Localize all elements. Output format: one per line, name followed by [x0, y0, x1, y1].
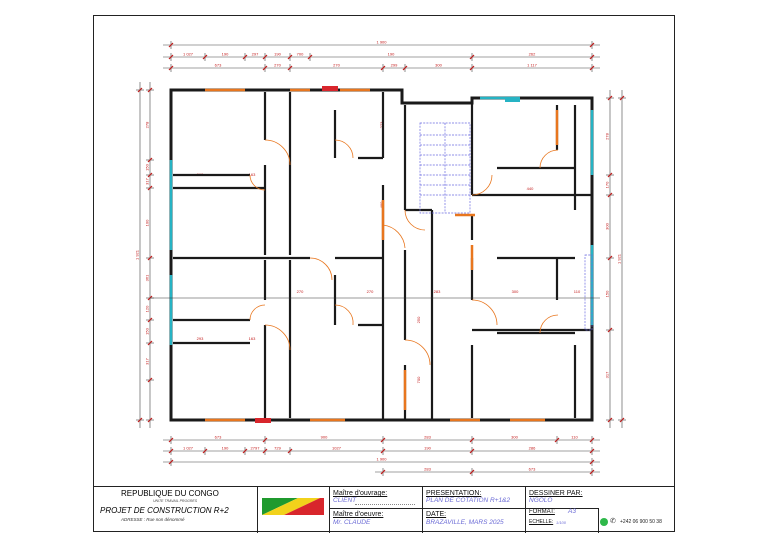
dimension-left-total: 1 921	[135, 249, 140, 260]
congo-flag-logo	[262, 498, 324, 515]
dimension-bottom: 673	[529, 467, 536, 472]
dimension-right: 278	[605, 132, 610, 139]
dimension-top: 270	[333, 63, 340, 68]
dimension-interior: 293	[197, 336, 204, 341]
dimension-left: 100	[145, 219, 150, 226]
project-title: PROJET DE CONSTRUCTION R+2	[100, 506, 229, 515]
dimension-right: 150	[605, 290, 610, 297]
dimension-right: 317	[605, 371, 610, 378]
dimension-bottom: 673	[215, 435, 222, 440]
dimension-left: 317	[145, 357, 150, 364]
dimension-top: 700	[297, 52, 304, 57]
dimension-left: 361	[145, 274, 150, 281]
presentation-value: PLAN DE COTATION R+1&2	[426, 497, 511, 504]
interior-walls	[173, 92, 592, 420]
windows	[169, 96, 594, 345]
dimension-right: 170	[605, 181, 610, 188]
flag-cell	[258, 487, 330, 533]
dimension-bottom: 1 027	[183, 446, 194, 451]
dimension-bottom: 283	[424, 435, 431, 440]
dimension-interior: 700	[416, 376, 421, 383]
dimension-bottom: 110	[571, 435, 578, 440]
dimension-bottom: 729	[274, 446, 281, 451]
drawn-by-value: NGOLO	[529, 497, 553, 504]
owner-value: CLIENT	[333, 497, 357, 504]
scale-value: 1/100	[556, 520, 567, 525]
dimension-bottom: 1027	[332, 446, 342, 451]
dimension-top: 1 117	[527, 63, 537, 68]
dimension-bottom: 286	[529, 446, 536, 451]
date-label: DATE:	[426, 511, 447, 518]
title-project-cell: REPUBLIQUE DU CONGO UNITE TRAVAIL PROGRE…	[93, 487, 258, 533]
dimension-left: 150	[145, 327, 150, 334]
dimension-bottom: 2797	[251, 446, 261, 451]
dimension-top: 190	[274, 52, 281, 57]
dimension-top: 270	[274, 63, 281, 68]
dimension-top: 190	[222, 52, 229, 57]
contractor-label: Maître d'oeuvre:	[333, 511, 384, 518]
drawn-by-label: DESSINER PAR:	[529, 490, 583, 497]
dimension-interior: 163	[249, 172, 256, 177]
window-frames	[205, 88, 559, 422]
dimension-bottom: 190	[222, 446, 229, 451]
dimension-bottom: 190	[424, 446, 431, 451]
dimension-interior: 300	[512, 289, 519, 294]
door-swings	[249, 139, 559, 366]
dimension-left: 120	[145, 305, 150, 312]
phone-number: +242 06 900 50 38	[620, 519, 662, 525]
dimension-top: 1 027	[183, 52, 194, 57]
dimension-bottom: 900	[321, 435, 328, 440]
scale-label: ECHELLE:	[529, 519, 554, 525]
exterior-walls	[169, 88, 594, 422]
dimension-bottom-total: 1 900	[376, 457, 387, 462]
date-value: BRAZAVILLE, MARS 2025	[426, 519, 504, 526]
dimension-interior: 270	[297, 289, 304, 294]
whatsapp-icon	[600, 518, 608, 526]
drafter-cell: DESSINER PAR: NGOLO FORMAT: A3 ECHELLE: …	[526, 487, 675, 533]
dimension-left: 317	[145, 177, 150, 184]
country-name: REPUBLIQUE DU CONGO	[121, 489, 219, 498]
dimension-interior: 270	[367, 289, 374, 294]
dimension-top: 673	[215, 63, 222, 68]
country-motto: UNITE TRAVAIL PROGRES	[153, 499, 198, 503]
dimension-right-total: 1 921	[617, 253, 622, 264]
dimension-right: 300	[605, 222, 610, 229]
dimension-interior: 250	[416, 316, 421, 323]
dimension-top: 297	[252, 52, 259, 57]
dimension-left: 278	[145, 121, 150, 128]
dimension-top: 262	[529, 52, 536, 57]
presentation-label: PRESENTATION:	[426, 490, 482, 497]
format-label: FORMAT:	[529, 509, 555, 515]
dimension-interior: 273	[379, 121, 384, 128]
dimension-top: 190	[388, 52, 395, 57]
dimension-interior: 480	[379, 201, 384, 208]
staircase	[419, 122, 593, 331]
dimension-interior: 440	[527, 186, 534, 191]
dimension-top-total: 1 900	[376, 40, 387, 45]
title-block: REPUBLIQUE DU CONGO UNITE TRAVAIL PROGRE…	[93, 486, 675, 533]
dimension-interior: 163	[249, 336, 256, 341]
phone-icon: ✆	[610, 518, 616, 525]
presentation-cell: PRESENTATION: PLAN DE COTATION R+1&2 DAT…	[423, 487, 526, 533]
contractor-value: Mr. CLAUDE	[333, 519, 371, 526]
format-value: A3	[568, 508, 576, 515]
dimension-top: 300	[435, 63, 442, 68]
dimension-interior: 110	[574, 289, 581, 294]
dimension-left: 150	[145, 163, 150, 170]
dimension-interior: 283	[434, 289, 441, 294]
column-markers	[255, 86, 520, 423]
owner-cell: Maître d'ouvrage: CLIENT Maître d'oeuvre…	[330, 487, 423, 533]
dimension-bottom: 300	[511, 435, 518, 440]
project-address: ADRESSE : Rue non dénommé	[121, 517, 185, 522]
dimension-bottom: 283	[424, 467, 431, 472]
dimension-top: 299	[391, 63, 398, 68]
owner-label: Maître d'ouvrage:	[333, 490, 388, 497]
